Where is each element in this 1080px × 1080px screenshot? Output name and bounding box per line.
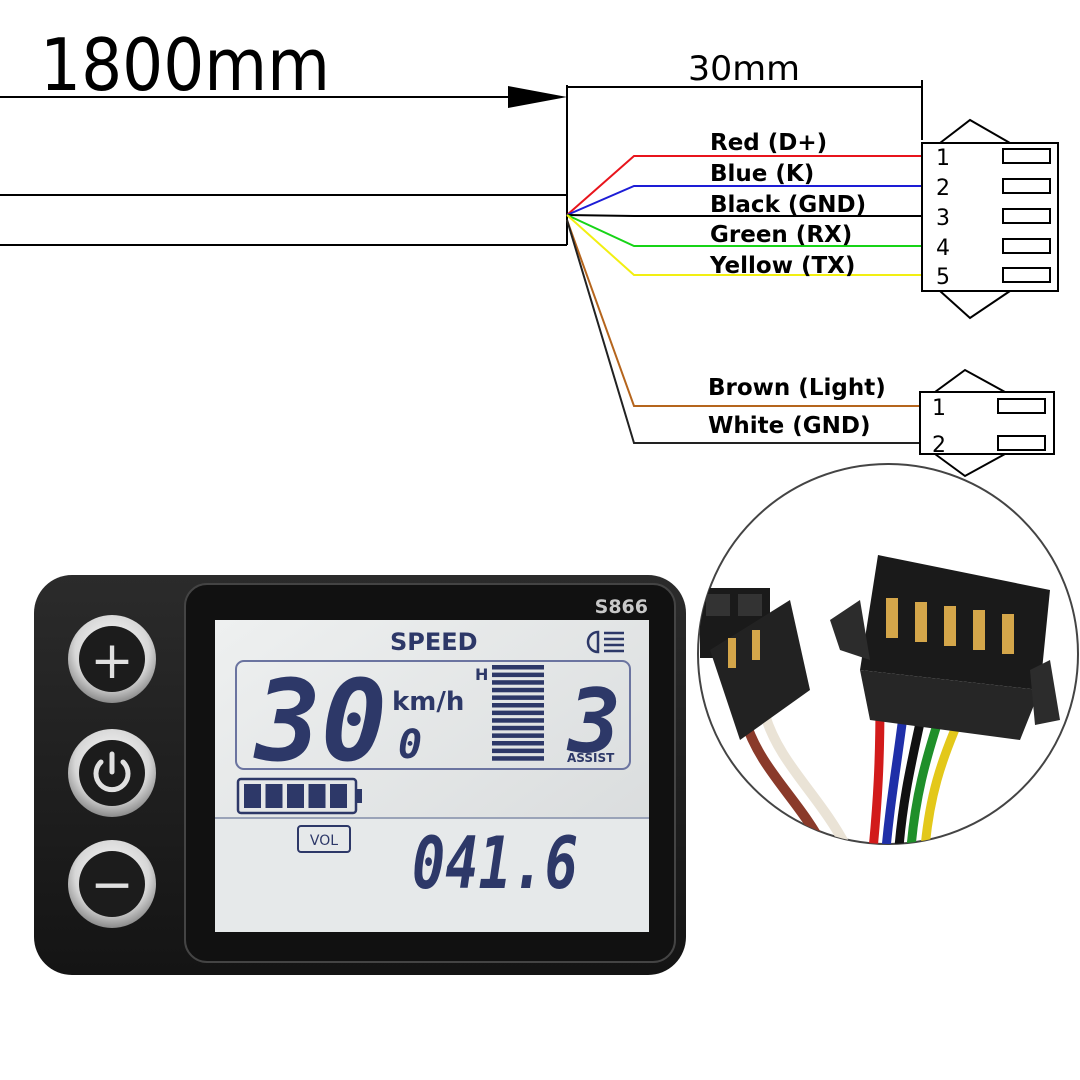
assist-level-digit: 3 [566,670,621,773]
headlight-icon [586,630,624,654]
bar-marker-label: H [475,665,488,684]
wire-2 [566,185,922,216]
plus-icon: + [90,631,134,691]
pin-number: 2 [936,176,950,201]
display-unit: S866 SPEED 30 km/h 0 H 3 ASSIST VOL [34,575,686,975]
wire-label: Brown (Light) [708,375,886,401]
connector-photo-inset [697,463,1079,845]
two-pin-connector: 12 [919,368,1055,478]
connector-latch-bottom [939,290,1011,320]
power-icon [93,751,131,793]
pin-slot [997,435,1046,451]
lcd-lower-zone [215,818,649,932]
power-bar [492,672,544,678]
power-bar [492,695,544,700]
vol-label: VOL [310,833,338,849]
wire-label: Green (RX) [710,222,852,248]
power-bar [492,718,544,723]
light-wire-2 [566,219,920,444]
wire-3 [566,214,922,217]
wire-label: Black (GND) [710,192,866,218]
pin-slot [1002,178,1051,194]
power-bar [492,725,544,731]
lcd-main-frame [235,660,631,770]
power-bar-graph [492,665,544,761]
assist-label: ASSIST [567,751,615,765]
pin-slot [1002,238,1051,254]
power-bar [492,733,544,738]
battery-cell [265,784,283,808]
light-wire-group: Brown (Light) White (GND) [566,219,920,444]
power-bar [492,680,544,685]
wire-4 [566,214,922,247]
pin-number: 1 [932,396,946,421]
pin-slot [1002,208,1051,224]
pin-number: 3 [936,206,950,231]
dimension-arrow-icon [508,86,567,108]
speed-unit: km/h [392,687,464,717]
cable-diagram: 1800mm 30mm Red (D+) Blue (K) Black (GND) G… [0,23,1059,478]
battery-cell [330,784,347,808]
pin-number: 5 [936,265,950,290]
wire-label: Blue (K) [710,161,814,187]
power-bar [492,741,544,746]
battery-cell [308,784,326,808]
power-bar [492,687,544,693]
connector-latch-bottom [934,453,1006,478]
wire-1 [566,155,922,216]
five-pin-connector: 1 2 3 4 5 [921,118,1059,320]
pin-number: 1 [936,146,950,171]
minus-icon: − [90,855,134,915]
battery-cell [287,784,304,808]
speed-digits: 30 [253,657,387,787]
wire-label: White (GND) [708,413,870,439]
light-wire-1 [566,219,920,407]
pin-slot [1002,267,1051,283]
wire-label: Yellow (TX) [709,253,855,279]
plus-button[interactable]: + [68,615,156,703]
battery-icon [236,777,362,815]
photo-five-pin-connector [830,555,1060,740]
wire-5 [566,214,922,276]
power-bar [492,703,544,708]
photo-wire-white [760,713,853,844]
photo-two-pin-connector [700,588,810,740]
power-bar [492,710,544,716]
speed-sub-digit: 0 [398,722,422,768]
vol-value: 041.6 [412,821,578,905]
connector-latch-top [939,118,1011,144]
power-bar [492,665,544,670]
pin-slot [1002,148,1051,164]
battery-cell [244,784,261,808]
connector-latch-top [934,368,1006,393]
power-bar [492,756,544,761]
main-wire-group: Red (D+) Blue (K) Black (GND) Green (RX) Yel… [566,130,922,279]
battery-cells [244,784,347,808]
wire-label: Red (D+) [710,130,827,156]
pin-number: 4 [936,236,950,261]
pin-number: 2 [932,433,946,458]
vol-badge [297,825,351,853]
cable-length-label: 1800mm [40,23,330,107]
power-bar [492,748,544,754]
lead-length-label: 30mm [688,49,800,89]
pin-slot [997,398,1046,414]
model-label: S866 [595,596,648,618]
speed-title: SPEED [390,628,478,656]
power-button[interactable] [68,729,156,817]
minus-button[interactable]: − [68,840,156,928]
